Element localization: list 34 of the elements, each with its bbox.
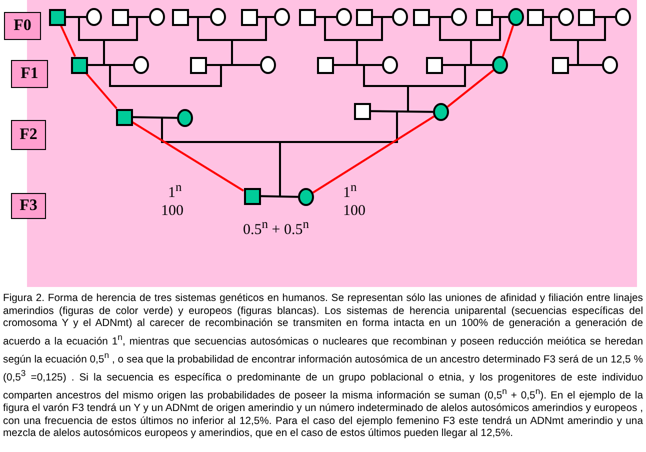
formula-text: 1$^{n}$ xyxy=(343,180,357,202)
union-line xyxy=(128,16,149,18)
union-line xyxy=(370,110,434,113)
formula-text: 100 xyxy=(343,203,366,220)
generation-label: F3 xyxy=(11,193,46,219)
union-line xyxy=(258,16,274,18)
formula-text: 0.5$^{n}$ + 0.5$^{n}$ xyxy=(243,217,309,239)
union-line xyxy=(594,16,615,18)
lineage-line xyxy=(502,25,514,57)
caption-paragraph: Figura 2. Forma de herencia de tres sistemas genéticos en humanos. Se representan sólo las uniones de afinidad y filiación entre linajes amerindios (figuras de color verde) y europeos (figuras blancas). Los sistemas de herencia uniparental (secuencias específicas del cromosoma Y y el ADNmt) al carecer de recombinación se transmiten en forma intacta en un 100% de generación a generación de acuerdo a la ecuación 1$^{n}$, mientras que secuencias autosómicas o nucleares que recombinan y poseen reducción meiótica se heredan según la ecuación 0,5$^{n}$ , o sea que la probabilidad de encontrar información autosómica de un ancestro determinado F3 será de un 12,5 % (0,5$^{3}$ =0,125) . Si la secuencia es específica o predominante de un grupo poblacional o etnia, y los progenitores de este individuo comparten ancestros del mismo origen las probabilidades de poseer la misma información se suman (0,5$^{n}$ + 0,5$^{n}$). En el ejemplo de la figura el varón F3 tendrá un Y y un ADNmt de origen amerindio y un número indeterminado de alelos autosómicos amerindios y europeos , con una frecuencia de estos últimos no inferior al 12,5%. Para el caso del ejemplo femenino F3 este tendrá un ADNmt amerindio y una mezcla de alelos autosómicos europeos y amerindios, que en el caso de estos últimos pueden llegar al 12,5%. xyxy=(3,293,643,441)
union-line xyxy=(132,116,178,119)
formula-text: 100 xyxy=(161,203,184,220)
union-line xyxy=(316,16,336,18)
generation-label: F1 xyxy=(11,60,48,88)
union-line xyxy=(544,16,558,18)
generation-label: F0 xyxy=(4,12,41,40)
union-line xyxy=(334,64,382,66)
lineage-line xyxy=(446,69,494,108)
lineage-line xyxy=(60,25,76,57)
union-line xyxy=(206,64,260,66)
lineage-line xyxy=(86,72,118,110)
formula-text: 1$^{n}$ xyxy=(168,180,182,202)
union-line xyxy=(88,64,133,66)
lineage-line xyxy=(312,116,435,194)
union-line xyxy=(372,16,392,18)
union-line xyxy=(568,64,602,66)
union-line xyxy=(188,16,210,18)
union-line xyxy=(66,16,86,18)
union-line xyxy=(442,64,492,66)
union-line xyxy=(492,16,508,18)
union-line xyxy=(260,195,298,198)
generation-label: F2 xyxy=(11,120,46,150)
union-line xyxy=(430,16,451,18)
lineage-line xyxy=(132,121,244,192)
